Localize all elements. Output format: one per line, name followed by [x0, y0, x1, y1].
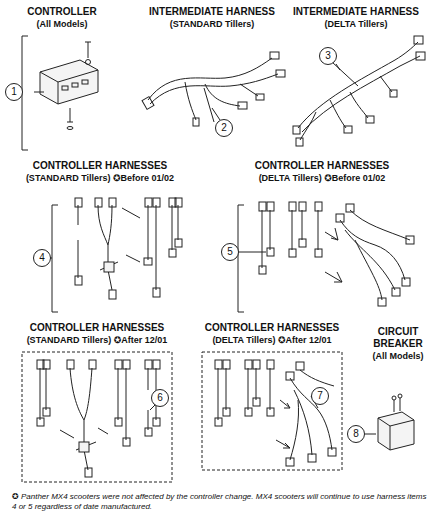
heading-text: (All Models) — [37, 18, 88, 30]
heading-text: INTERMEDIATE HARNESS — [149, 6, 275, 18]
heading-text: (STANDARD Tillers) — [170, 18, 255, 30]
controller-harnesses-delta-after — [202, 352, 342, 470]
heading-text: (STANDARD Tillers) ✪Before 01/02 — [26, 172, 174, 184]
heading-text: INTERMEDIATE HARNESS — [293, 6, 419, 18]
heading-text: (STANDARD Tillers) ✪After 12/01 — [27, 334, 168, 346]
callout-number: 7 — [317, 391, 323, 401]
heading-text: CONTROLLER HARNESSES — [255, 160, 389, 172]
heading-text: (All Models) — [373, 350, 424, 362]
callout-number: 6 — [157, 393, 163, 403]
heading-text: CONTROLLER — [27, 6, 96, 18]
callout-number: 2 — [221, 123, 227, 133]
callout-number: 4 — [39, 253, 45, 263]
callout-circle: 7 — [311, 387, 329, 405]
callout-circle: 3 — [319, 47, 337, 65]
heading-text: (DELTA Tillers) ✪After 12/01 — [212, 334, 331, 346]
heading-text: CONTROLLER HARNESSES — [30, 322, 164, 334]
heading-text: (DELTA Tillers) ✪Before 01/02 — [259, 172, 386, 184]
heading-text: CONTROLLER HARNESSES — [33, 160, 167, 172]
callout-circle: 2 — [215, 119, 233, 137]
intermediate-harness-standard — [142, 52, 285, 126]
callout-number: 1 — [11, 87, 17, 97]
intermediate-harness-delta — [293, 36, 425, 146]
heading-text: (DELTA Tillers) — [324, 18, 387, 30]
controller-harnesses-delta-before — [238, 202, 414, 312]
heading-text: CONTROLLER HARNESSES — [205, 322, 339, 334]
callout-circle: 4 — [33, 249, 51, 267]
heading-text: BREAKER — [373, 338, 422, 350]
circuit-breaker — [365, 394, 414, 450]
footnote: ✪ Panther MX4 scooters were not affected… — [12, 492, 430, 512]
controller-harnesses-standard-before — [48, 198, 182, 312]
callout-number: 8 — [353, 429, 359, 439]
callout-number: 3 — [325, 51, 331, 61]
callout-circle: 6 — [151, 389, 169, 407]
controller-drawing — [40, 42, 98, 130]
controller-harnesses-standard-after — [22, 352, 172, 482]
callout-circle: 1 — [5, 83, 23, 101]
heading-text: CIRCUIT — [378, 326, 419, 338]
callout-circle: 5 — [221, 243, 239, 261]
callout-number: 5 — [227, 247, 233, 257]
callout-circle: 8 — [347, 425, 365, 443]
leader-lines — [34, 64, 340, 410]
